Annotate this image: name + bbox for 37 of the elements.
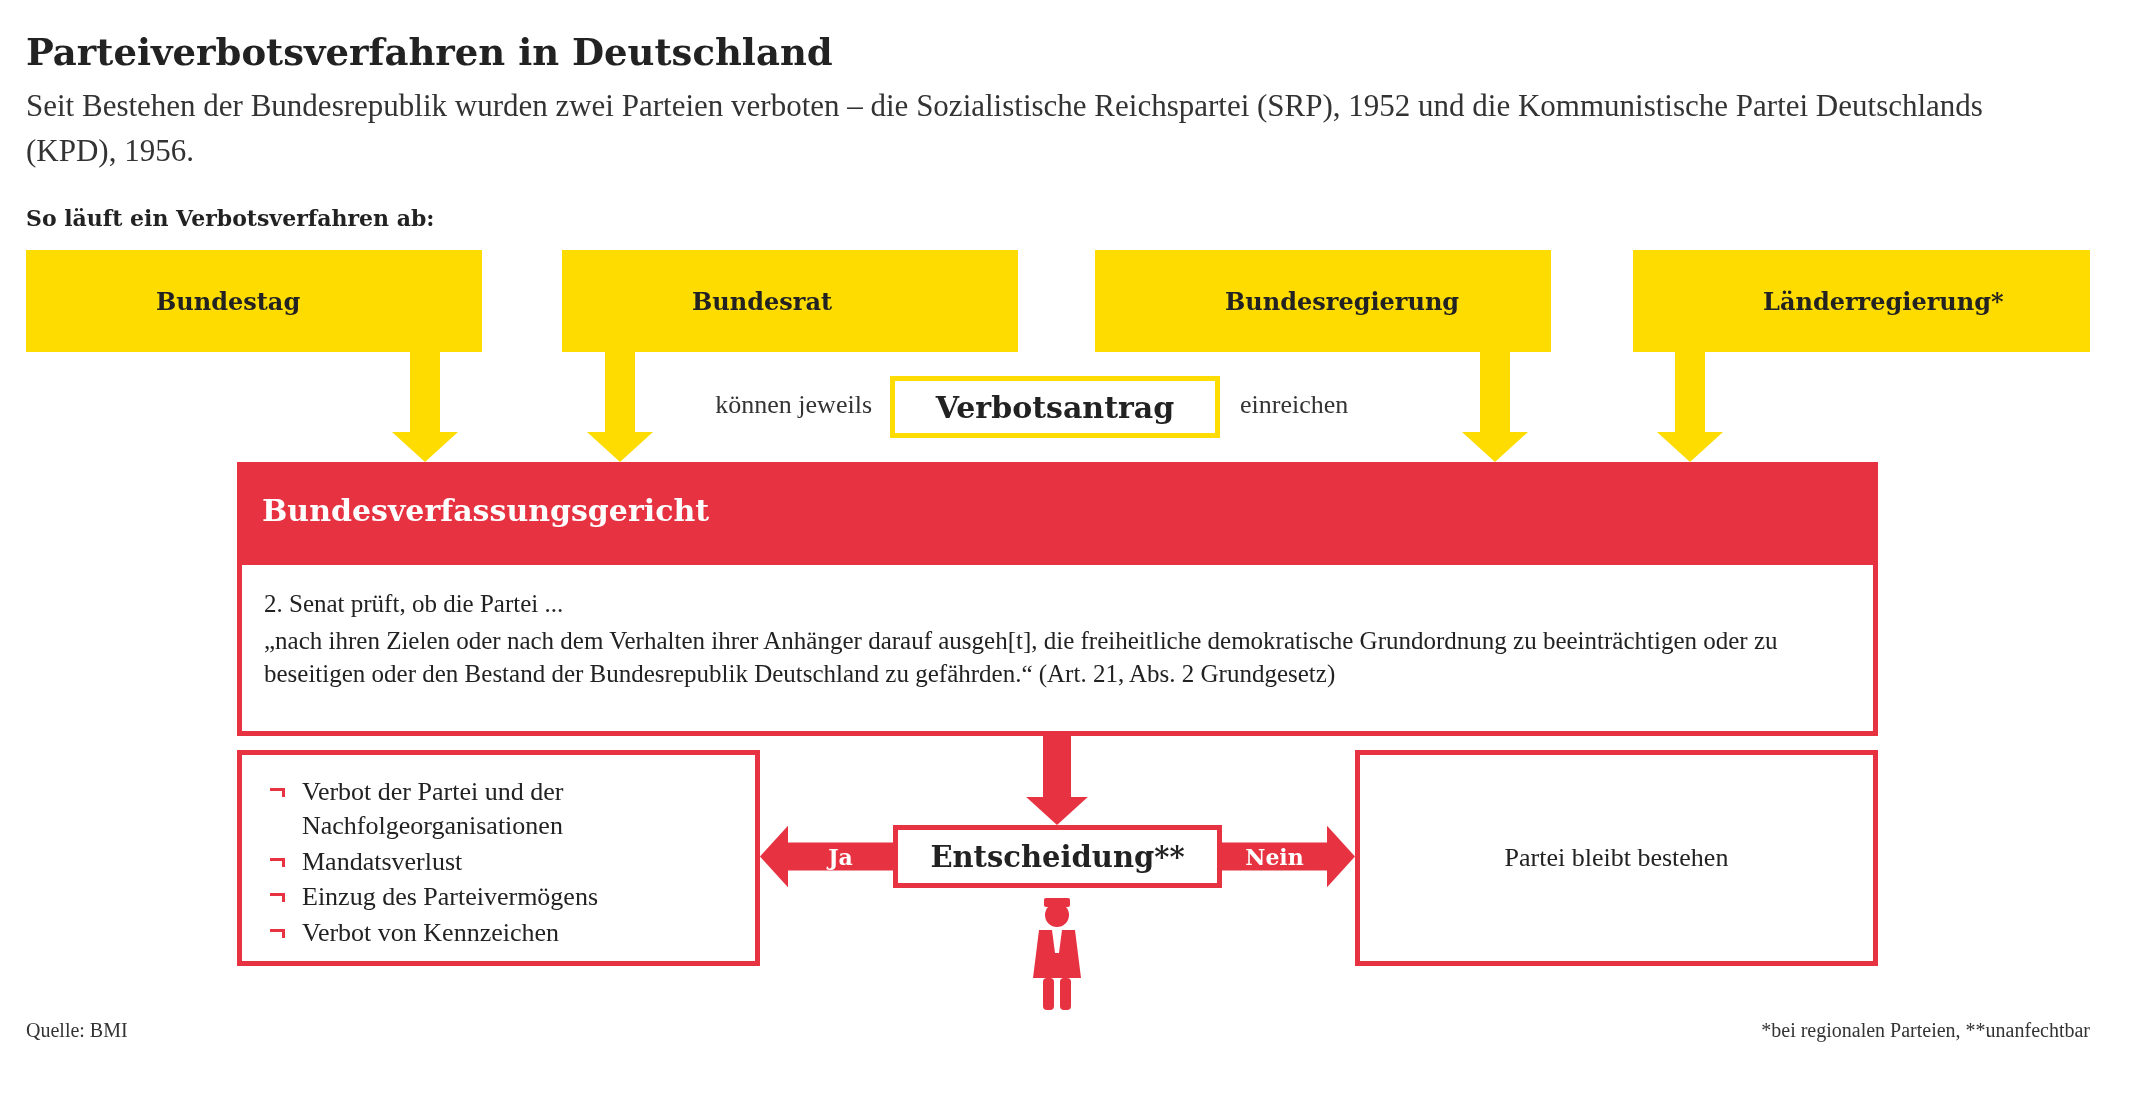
beside-text: können jeweils (715, 390, 872, 420)
block-arrow (760, 825, 893, 888)
result-box (1355, 750, 1878, 966)
decision-label: Entscheidung** (930, 839, 1185, 874)
beside-text: einreichen (1240, 390, 1349, 420)
block-arrow (392, 352, 458, 462)
consequence-item: Verbot von Kennzeichen (302, 918, 560, 948)
institution-box (1095, 250, 1551, 352)
consequence-item: Verbot der Partei und der Nachfolgeorganisationen (302, 777, 564, 840)
source-note: Quelle: BMI (26, 1018, 128, 1043)
subtitle: Seit Bestehen der Bundesrepublik wurden zwei Parteien verboten – die Sozialistische Reichspartei (SRP), 1952 und die Kommunistische Partei Deutschlands (KPD), 1956. (26, 87, 1984, 170)
decision-box (893, 825, 1222, 888)
request-label: Verbotsantrag (935, 389, 1175, 425)
institution-name: Bundesrat (692, 286, 833, 316)
consequence-box (237, 750, 760, 966)
block-arrow (1222, 825, 1355, 888)
institution-box (1633, 250, 2090, 352)
footnote: *bei regionalen Parteien, **unanfechtbar (1761, 1018, 2090, 1044)
court-box (237, 462, 1878, 736)
check-text: 2. Senat prüft, ob die Partei ... (264, 589, 565, 619)
consequence-item: Mandatsverlust (302, 846, 463, 876)
result-text: Partei bleibt bestehen (1504, 843, 1729, 873)
block-arrow (1026, 736, 1088, 825)
consequence-item: Einzug des Parteivermögens (302, 882, 599, 912)
institution-box (26, 250, 482, 352)
block-arrow (1657, 352, 1723, 462)
title: Parteiverbotsverfahren in Deutschland (26, 30, 833, 74)
institution-name: Bundestag (156, 286, 301, 316)
request-box (890, 376, 1220, 438)
block-arrow (1462, 352, 1528, 462)
court-heading: Bundesverfassungsgericht (242, 467, 1873, 565)
institution-box (562, 250, 1018, 352)
institution-name: Länderregierung* (1763, 286, 2004, 316)
quote-text: „nach ihren Zielen oder nach dem Verhalten ihrer Anhänger darauf ausgeh[t], die freiheitliche demokratische Grundordnung zu beeinträchtigen oder zu beseitigen oder den Bestand der Bundesrepublik Deutschland zu gefährden.“ (Art. 21, Abs. 2 Grundgesetz) (264, 626, 1779, 689)
block-arrow (587, 352, 653, 462)
section-heading: So läuft ein Verbotsverfahren ab: (26, 204, 435, 233)
institution-name: Bundesregierung (1225, 286, 1460, 316)
